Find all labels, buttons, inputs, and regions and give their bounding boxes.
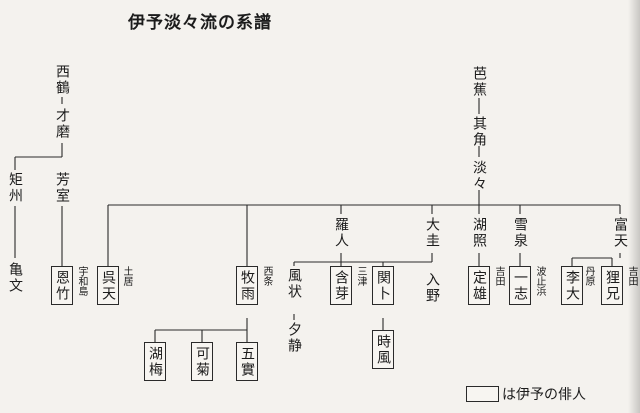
person-kagiku: 可菊: [191, 342, 213, 381]
chart-title: 伊予淡々流の系譜: [128, 13, 272, 33]
person-saimaro: 才磨: [54, 108, 70, 140]
person-rajin: 羅人: [333, 217, 349, 249]
person-kikaku: 其角: [471, 116, 487, 148]
person-hoshitsu: 芳室: [54, 172, 70, 204]
person-jifu: 時風: [372, 330, 394, 369]
person-koume: 湖梅: [144, 342, 166, 381]
person-bokuu: 牧雨: [236, 266, 258, 305]
person-nishizuru: 西鶴: [54, 64, 70, 96]
person-basho: 芭蕉: [471, 66, 487, 98]
place-yoshida-1: 吉田: [493, 266, 504, 286]
person-fujo: 風状: [286, 268, 302, 300]
place-tanbara: 丹原: [583, 266, 594, 286]
place-yoshida-2: 吉田: [626, 266, 637, 286]
place-mitsu: 三津: [355, 266, 366, 286]
place-iyo: 入野: [424, 272, 440, 304]
person-kanboku: 関卜: [372, 266, 394, 305]
person-kibun: 亀文: [7, 262, 23, 294]
person-yusei: 夕静: [286, 322, 302, 354]
person-gansha: 含芽: [330, 266, 352, 305]
person-taikei: 大圭: [424, 217, 440, 249]
place-uwajima: 宇和島: [76, 266, 87, 296]
legend-label: は伊予の俳人: [502, 387, 586, 403]
place-doi: 土居: [121, 266, 132, 286]
person-kosho: 湖照: [471, 217, 487, 249]
person-goten: 呉天: [97, 266, 119, 305]
person-riji: 狸兄: [601, 266, 623, 305]
person-isshi: 一志: [509, 266, 531, 305]
person-sessen: 雪泉: [512, 217, 528, 249]
legend-box-symbol: [466, 386, 499, 402]
person-kukoshu: 矩州: [7, 172, 23, 204]
person-ridai: 李大: [561, 266, 583, 305]
person-futen: 富天: [612, 217, 628, 249]
place-hashihama: 波止浜: [534, 266, 545, 296]
page-edge-shadow: [628, 0, 640, 413]
person-onchiku: 恩竹: [51, 266, 73, 305]
person-tantan: 淡々: [471, 160, 487, 192]
place-saijo: 西条: [261, 266, 272, 286]
person-teiyu: 定雄: [468, 266, 490, 305]
person-gojitsu: 五實: [236, 342, 258, 381]
